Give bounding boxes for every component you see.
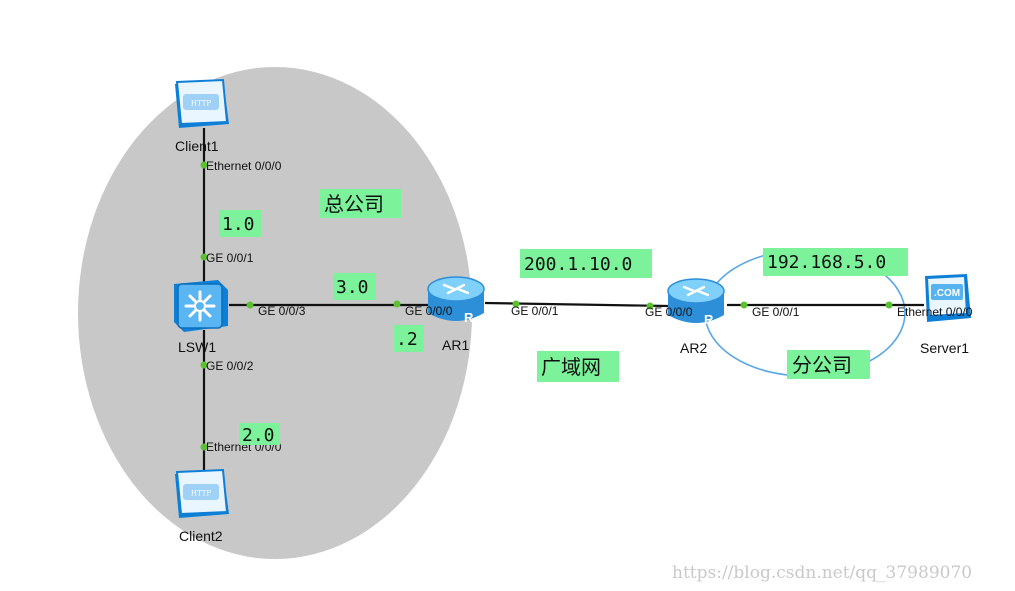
svg-text:1.0: 1.0	[222, 214, 255, 235]
lsw1-name: LSW1	[178, 339, 216, 355]
port-dot	[246, 301, 254, 309]
svg-text:3.0: 3.0	[336, 277, 369, 298]
svg-text:总公司: 总公司	[324, 192, 384, 216]
port-dot	[200, 253, 208, 261]
svg-text:2.0: 2.0	[242, 425, 275, 446]
server1-device[interactable]: .COM Server1	[920, 274, 971, 356]
port-label-lsw1-g2: GE 0/0/2	[206, 359, 254, 373]
svg-text:.2: .2	[396, 329, 418, 350]
http-client-icon: HTTP	[175, 78, 229, 128]
server-icon: .COM	[925, 274, 971, 322]
port-label-ar2-g0: GE 0/0/0	[645, 305, 693, 319]
watermark: https://blog.csdn.net/qq_37989070	[672, 563, 972, 583]
label-dot-2: .2	[394, 325, 424, 352]
label-net-2-0: 2.0	[239, 423, 280, 446]
label-branch-net: 192.168.5.0	[763, 248, 908, 276]
port-label-ar1-g1: GE 0/0/1	[511, 304, 559, 318]
label-wan-net: 200.1.10.0	[520, 249, 652, 278]
port-dot	[512, 300, 520, 308]
port-dot	[200, 361, 208, 369]
port-dots	[200, 161, 893, 451]
com-badge: .COM	[934, 288, 960, 299]
port-dot	[393, 300, 401, 308]
client2-name: Client2	[179, 528, 223, 544]
client1-device[interactable]: HTTP Client1	[175, 78, 229, 154]
http-badge: HTTP	[191, 490, 212, 498]
label-branch: 分公司	[787, 350, 870, 379]
port-label-client1-eth: Ethernet 0/0/0	[206, 159, 282, 173]
ar2-device[interactable]: R AR2	[667, 278, 725, 356]
label-net-3-0: 3.0	[333, 273, 376, 300]
port-label-lsw1-g3: GE 0/0/3	[258, 304, 306, 318]
router-icon: R	[427, 276, 485, 325]
ar1-device[interactable]: R AR1	[427, 276, 485, 353]
lsw1-device[interactable]: LSW1	[174, 280, 228, 355]
svg-text:广域网: 广域网	[541, 355, 601, 379]
ar1-name: AR1	[442, 337, 469, 353]
http-badge: HTTP	[191, 100, 212, 108]
label-wan: 广域网	[537, 351, 619, 382]
http-client-icon: HTTP	[175, 468, 229, 518]
server1-name: Server1	[920, 340, 969, 356]
label-hq: 总公司	[320, 189, 401, 218]
ar2-name: AR2	[680, 340, 707, 356]
port-label-server1-eth: Ethernet 0/0/0	[897, 305, 973, 319]
port-label-ar2-g1: GE 0/0/1	[752, 305, 800, 319]
port-dot	[200, 161, 208, 169]
port-dot	[646, 302, 654, 310]
svg-text:R: R	[704, 312, 714, 327]
svg-text:R: R	[464, 310, 474, 325]
client1-name: Client1	[175, 138, 219, 154]
router-icon: R	[667, 278, 725, 327]
client2-device[interactable]: HTTP Client2	[175, 468, 229, 544]
svg-text:192.168.5.0: 192.168.5.0	[767, 252, 886, 273]
port-dot	[200, 443, 208, 451]
port-dot	[885, 301, 893, 309]
port-label-lsw1-g1: GE 0/0/1	[206, 251, 254, 265]
label-net-1-0: 1.0	[219, 210, 261, 237]
svg-text:分公司: 分公司	[792, 353, 852, 377]
switch-icon	[174, 280, 228, 332]
port-dot	[740, 301, 748, 309]
port-label-ar1-g0: GE 0/0/0	[405, 304, 453, 318]
svg-text:200.1.10.0: 200.1.10.0	[524, 254, 632, 275]
